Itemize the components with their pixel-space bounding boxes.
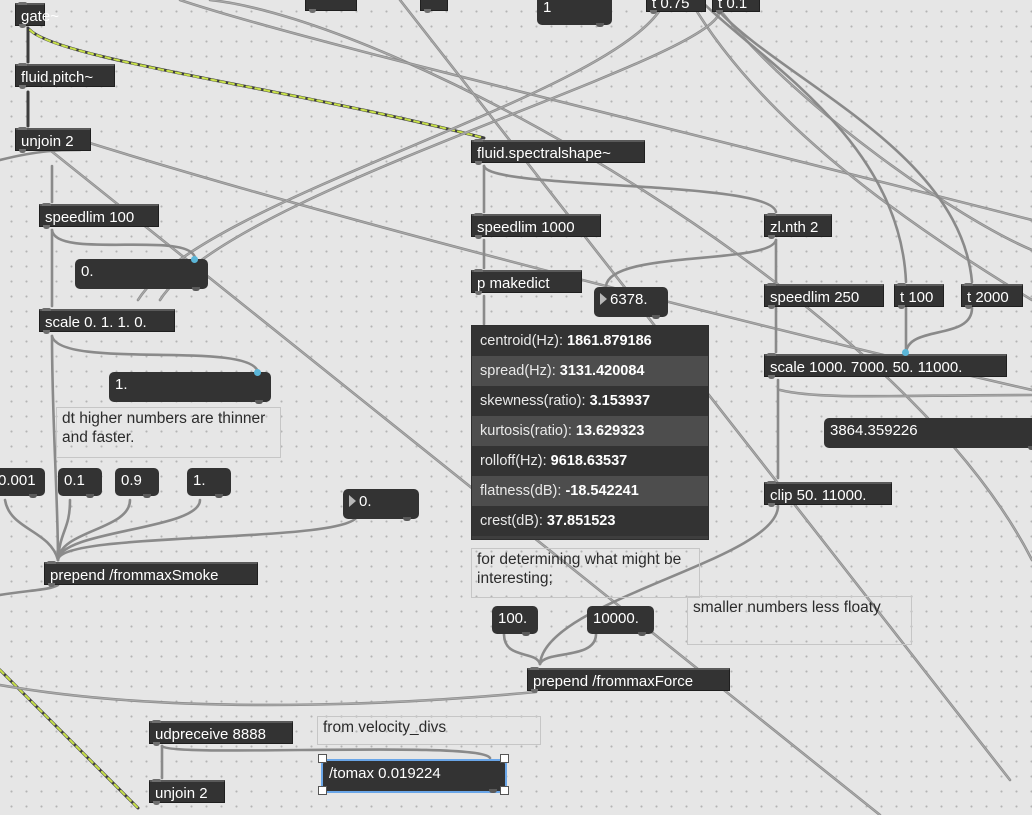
- dict-view[interactable]: centroid(Hz): 1861.879186 spread(Hz): 31…: [471, 325, 709, 540]
- scale-1000-object[interactable]: scale 1000. 7000. 50. 11000.: [764, 353, 1007, 379]
- makedict-object[interactable]: p makedict: [471, 269, 582, 295]
- message-01[interactable]: 0.1: [58, 468, 102, 498]
- top-partial-object-2[interactable]: [420, 0, 448, 13]
- top-partial-object-1[interactable]: [305, 0, 357, 13]
- dict-key: skewness(ratio):: [480, 393, 586, 409]
- dict-row: kurtosis(ratio): 13.629323: [472, 416, 708, 446]
- float-number-box-b[interactable]: 1.: [109, 372, 271, 404]
- number-triangle-icon: [349, 495, 356, 507]
- prepend-smoke-object[interactable]: prepend /frommaxSmoke: [44, 561, 258, 587]
- scale-01-object[interactable]: scale 0. 1. 1. 0.: [39, 308, 175, 334]
- number-inlet-dot: [191, 256, 198, 263]
- float-number-value: 0.: [359, 493, 372, 510]
- dict-row: skewness(ratio): 3.153937: [472, 386, 708, 416]
- velocity-comment: from velocity_divs: [317, 716, 541, 745]
- resize-handle-br[interactable]: [500, 786, 509, 795]
- float-number-box-c[interactable]: 0.: [343, 489, 419, 521]
- zl-nth-object[interactable]: zl.nth 2: [764, 213, 832, 239]
- speedlim-250-object[interactable]: speedlim 250: [764, 283, 884, 309]
- gate-object[interactable]: gate~: [15, 2, 59, 28]
- dt-comment: dt higher numbers are thinner and faster…: [56, 407, 281, 458]
- top-trigger-left[interactable]: t 0.75: [646, 0, 706, 14]
- float-number-box-a[interactable]: 0.: [75, 259, 208, 291]
- dict-value: 13.629323: [575, 423, 645, 439]
- dict-row: centroid(Hz): 1861.879186: [472, 326, 708, 356]
- top-trigger-right[interactable]: t 0.1: [712, 0, 760, 14]
- dict-value: 3131.420084: [559, 363, 645, 379]
- message-100[interactable]: 100.: [492, 606, 538, 636]
- unjoin-object[interactable]: unjoin 2: [15, 127, 91, 153]
- t-2000-object[interactable]: t 2000: [961, 283, 1023, 309]
- prepend-force-object[interactable]: prepend /frommaxForce: [527, 667, 730, 693]
- resize-handle-tl[interactable]: [318, 754, 327, 763]
- float-number-box-3864[interactable]: 3864.359226: [824, 418, 1032, 450]
- dict-value: 37.851523: [546, 513, 616, 529]
- speedlim-100-object[interactable]: speedlim 100: [39, 203, 159, 229]
- dict-key: centroid(Hz):: [480, 333, 563, 349]
- fluid-pitch-object[interactable]: fluid.pitch~: [15, 63, 115, 89]
- dict-row: crest(dB): 37.851523: [472, 506, 708, 536]
- number-triangle-icon: [600, 293, 607, 305]
- dict-row: rolloff(Hz): 9618.63537: [472, 446, 708, 476]
- dict-key: rolloff(Hz):: [480, 453, 547, 469]
- number-6378-value: 6378.: [610, 291, 648, 308]
- dict-value: 1861.879186: [567, 333, 652, 349]
- dict-row: flatness(dB): -18.542241: [472, 476, 708, 506]
- dict-key: crest(dB):: [480, 513, 543, 529]
- message-10000[interactable]: 10000.: [587, 606, 654, 636]
- dict-key: flatness(dB):: [480, 483, 562, 499]
- message-1[interactable]: 1.: [187, 468, 231, 498]
- resize-handle-bl[interactable]: [318, 786, 327, 795]
- t-100-object[interactable]: t 100: [894, 283, 944, 309]
- message-09[interactable]: 0.9: [115, 468, 159, 498]
- dict-key: kurtosis(ratio):: [480, 423, 572, 439]
- message-0001[interactable]: 0.001: [0, 468, 45, 498]
- interesting-comment: for determining what might be interestin…: [471, 548, 700, 598]
- speedlim-1000-object[interactable]: speedlim 1000: [471, 213, 601, 239]
- number-box-6378[interactable]: 6378.: [594, 287, 668, 319]
- dict-value: -18.542241: [565, 483, 639, 499]
- dict-value: 3.153937: [589, 393, 651, 409]
- unjoin-bottom-object[interactable]: unjoin 2: [149, 779, 225, 805]
- scale-inlet-dot: [902, 349, 909, 356]
- clip-object[interactable]: clip 50. 11000.: [764, 481, 892, 507]
- dict-key: spread(Hz):: [480, 363, 556, 379]
- tomax-message[interactable]: /tomax 0.019224: [321, 759, 507, 793]
- dict-row: spread(Hz): 3131.420084: [472, 356, 708, 386]
- number-inlet-dot-b: [254, 369, 261, 376]
- top-number-box[interactable]: 1: [537, 0, 612, 27]
- floaty-comment: smaller numbers less floaty: [687, 596, 912, 645]
- dict-value: 9618.63537: [550, 453, 628, 469]
- spectralshape-object[interactable]: fluid.spectralshape~: [471, 139, 645, 165]
- udpreceive-object[interactable]: udpreceive 8888: [149, 720, 293, 746]
- resize-handle-tr[interactable]: [500, 754, 509, 763]
